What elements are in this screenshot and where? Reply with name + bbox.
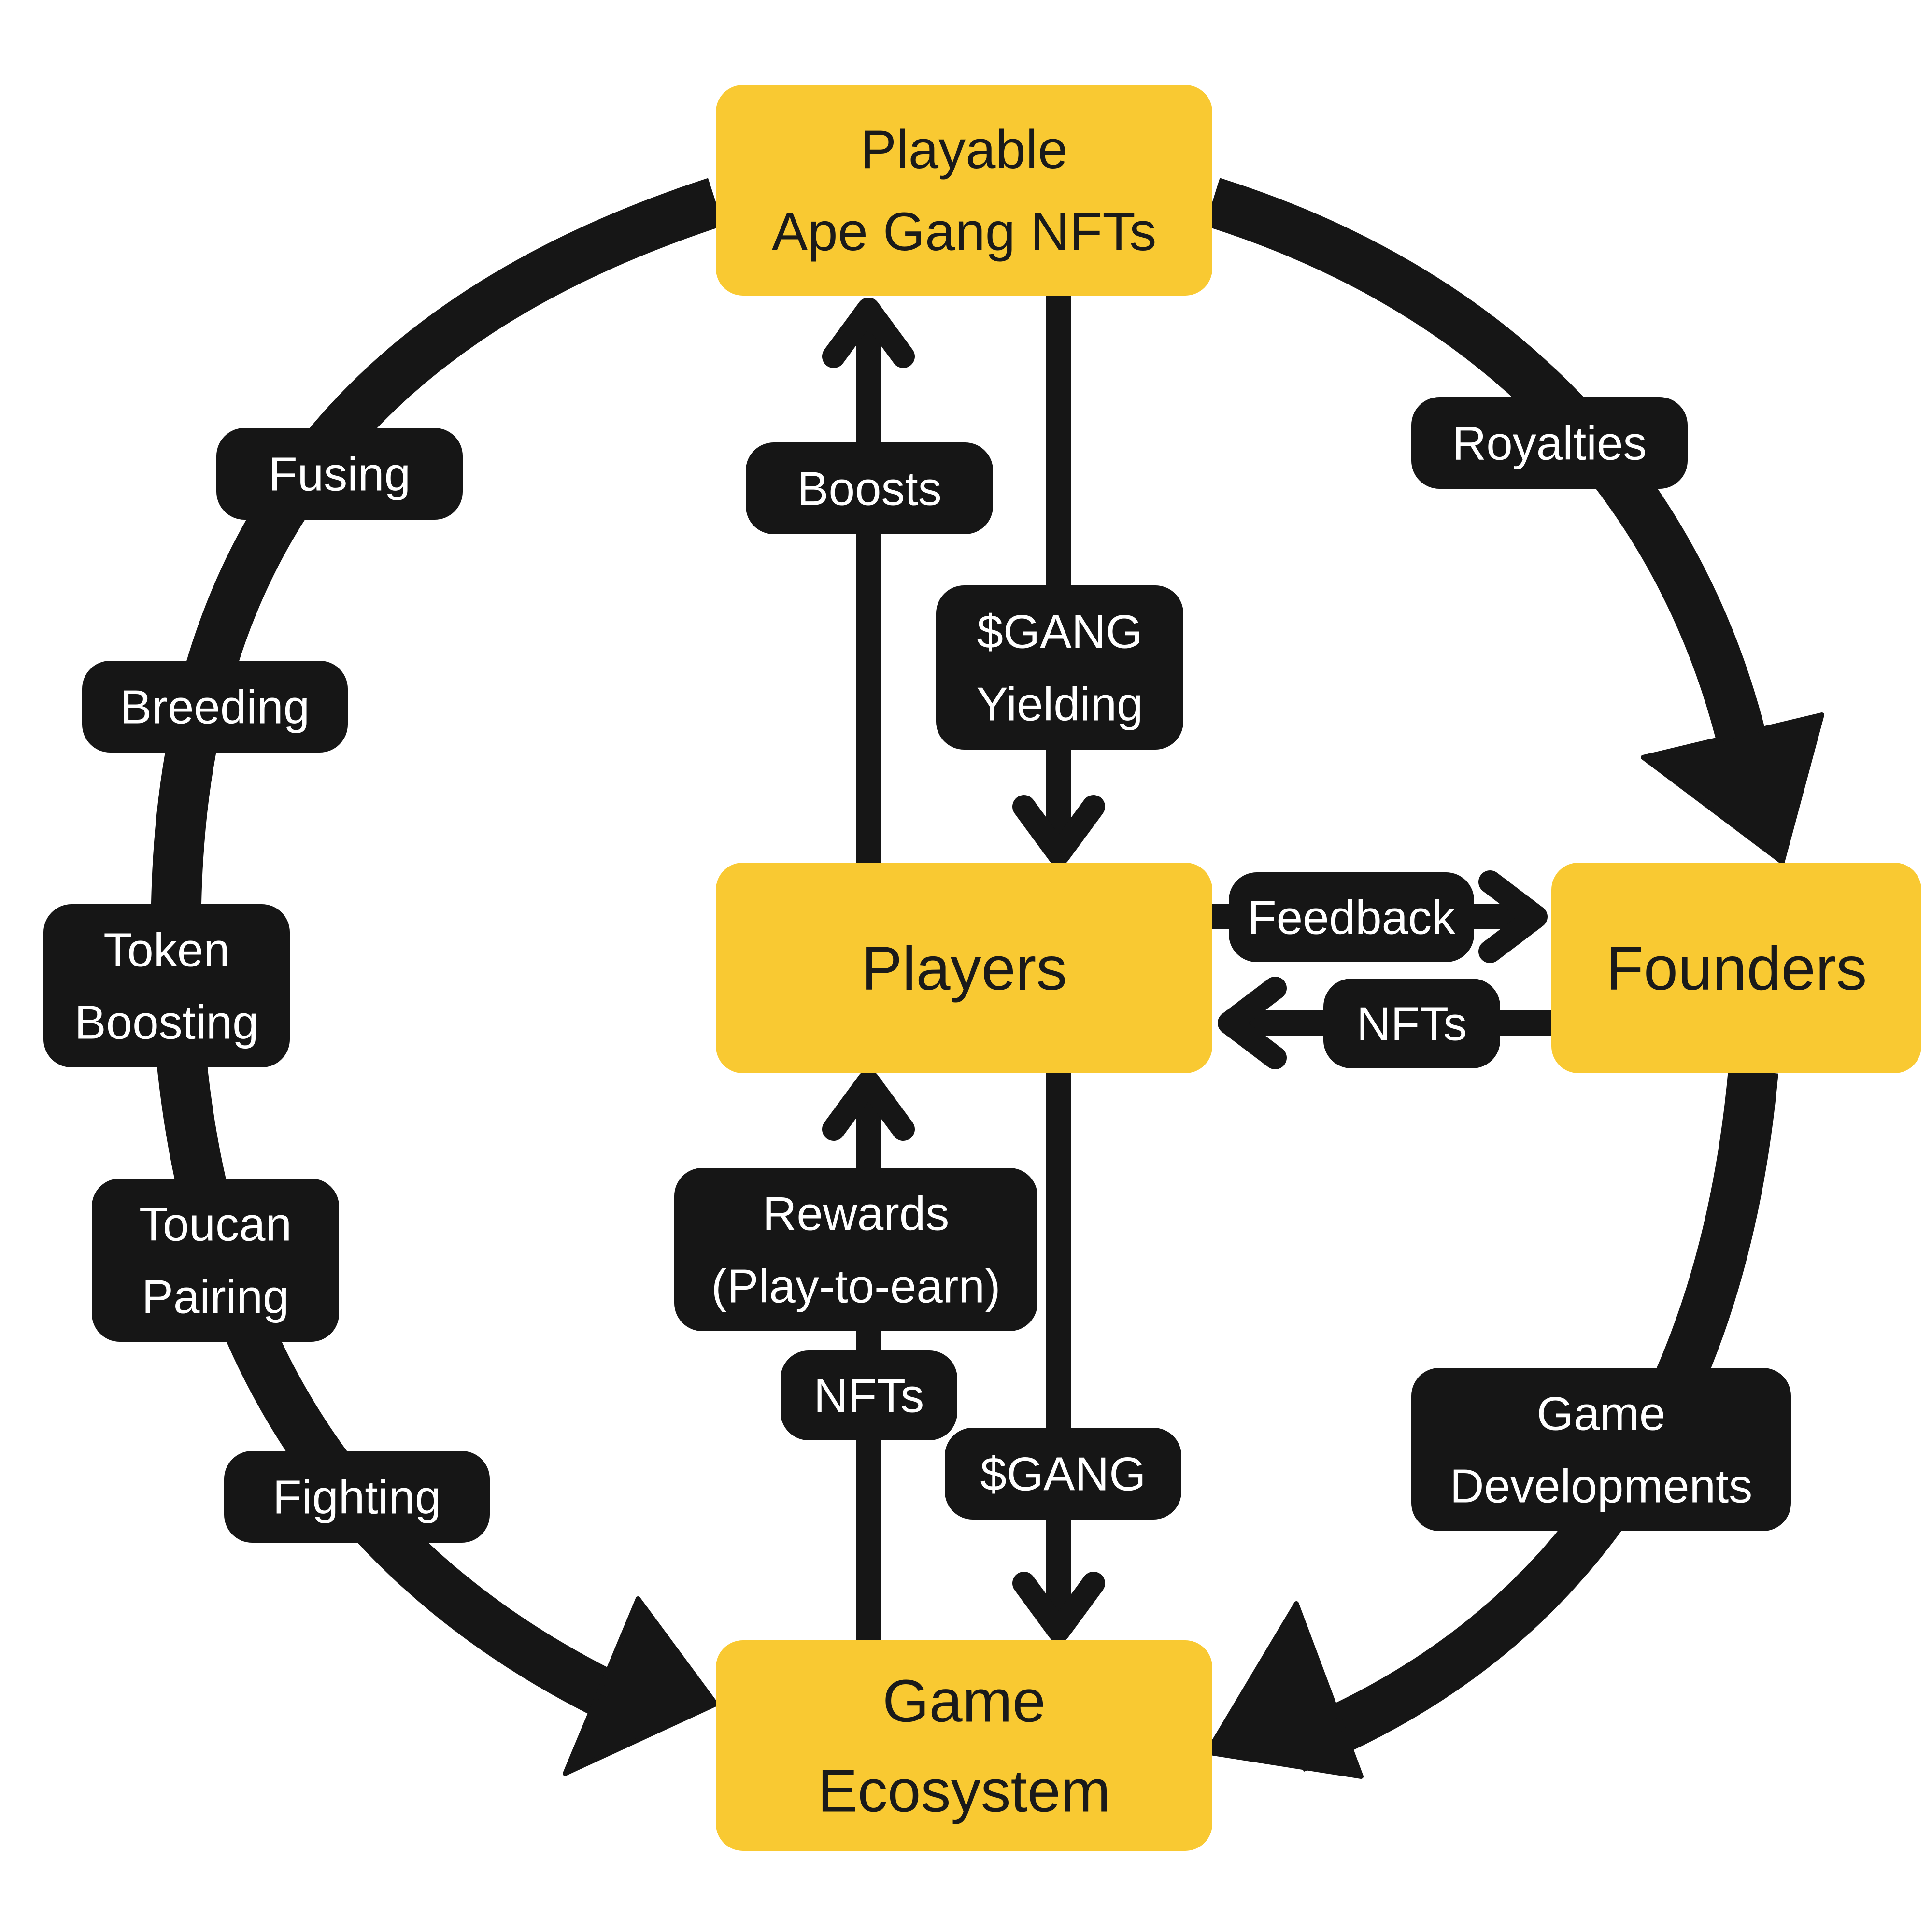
- label-game-developments-text-line-1: Game: [1537, 1387, 1666, 1440]
- svg-text:Rewards(Play-to-earn): Rewards (Play-to-earn): [711, 1187, 1000, 1312]
- svg-text:$GANG: $GANG: [980, 1447, 1146, 1500]
- label-rewards-text-line-2: (Play-to-earn): [711, 1259, 1000, 1312]
- chevron-down-to-players: [1012, 795, 1105, 866]
- label-game-developments-text-line-2: Developments: [1450, 1459, 1752, 1512]
- label-royalties: Royalties: [1411, 397, 1688, 489]
- svg-text:Feedback: Feedback: [1248, 891, 1456, 944]
- label-breeding: Breeding: [82, 661, 348, 753]
- chevron-arrowheads: [822, 298, 1548, 1642]
- chevron-up-to-nfts: [822, 298, 915, 368]
- label-gang-yielding-text-line-1: $GANG: [977, 605, 1142, 658]
- chevron-right-to-founders: [1478, 870, 1548, 963]
- svg-text:Founders: Founders: [1606, 934, 1867, 1003]
- node-game-ecosystem-text-line-1: Game: [882, 1668, 1046, 1734]
- label-gang-yielding-text-line-2: Yielding: [976, 677, 1143, 730]
- svg-text:Royalties: Royalties: [1452, 416, 1647, 469]
- node-founders: Founders: [1551, 863, 1921, 1073]
- label-fighting-text-line-1: Fighting: [273, 1470, 441, 1523]
- chevron-left-to-players: [1218, 977, 1287, 1069]
- label-rewards: Rewards (Play-to-earn): [674, 1168, 1037, 1331]
- label-gang-text-line-1: $GANG: [980, 1447, 1146, 1500]
- arrowhead-left-to-ecosystem: [563, 1596, 718, 1776]
- label-fusing: Fusing: [216, 428, 463, 520]
- node-playable-nfts-text-line-2: Ape Gang NFTs: [772, 201, 1157, 262]
- label-toucan-pairing-text-line-2: Pairing: [142, 1270, 289, 1323]
- svg-text:Breeding: Breeding: [120, 680, 310, 733]
- svg-text:NFTs: NFTs: [814, 1369, 924, 1422]
- label-royalties-text-line-1: Royalties: [1452, 416, 1647, 469]
- arc-arrowheads: [563, 712, 1824, 1779]
- label-feedback-text-line-1: Feedback: [1248, 891, 1456, 944]
- node-playable-nfts-text-line-1: Playable: [860, 119, 1068, 180]
- node-players: Players: [716, 863, 1212, 1073]
- label-feedback: Feedback: [1229, 872, 1474, 962]
- label-boosts: Boosts: [746, 442, 993, 534]
- label-fusing-text-line-1: Fusing: [269, 447, 411, 500]
- node-game-ecosystem-text-line-2: Ecosystem: [818, 1758, 1110, 1824]
- svg-text:Players: Players: [861, 934, 1067, 1003]
- svg-text:NFTs: NFTs: [1357, 997, 1467, 1050]
- label-token-boosting-text-line-2: Boosting: [74, 995, 258, 1049]
- label-gang-yielding: $GANG Yielding: [936, 585, 1183, 750]
- label-boosts-text-line-1: Boosts: [797, 462, 942, 515]
- chevron-down-to-ecosystem: [1012, 1572, 1105, 1642]
- node-founders-text-line-1: Founders: [1606, 934, 1867, 1003]
- arrowhead-right-to-ecosystem: [1205, 1601, 1364, 1779]
- label-rewards-text-line-1: Rewards: [763, 1187, 950, 1240]
- label-gang: $GANG: [945, 1428, 1181, 1520]
- svg-text:Boosts: Boosts: [797, 462, 942, 515]
- label-toucan-pairing-text-line-1: Toucan: [139, 1197, 292, 1250]
- label-nfts-to-ecosystem-text-line-1: NFTs: [814, 1369, 924, 1422]
- chevron-up-to-players: [822, 1070, 915, 1141]
- label-nfts-to-players-text-line-1: NFTs: [1357, 997, 1467, 1050]
- label-fighting: Fighting: [224, 1451, 490, 1543]
- label-nfts-to-ecosystem: NFTs: [781, 1350, 957, 1440]
- label-nfts-to-players: NFTs: [1323, 979, 1500, 1068]
- svg-text:Fighting: Fighting: [273, 1470, 441, 1523]
- svg-text:Fusing: Fusing: [269, 447, 411, 500]
- node-players-text-line-1: Players: [861, 934, 1067, 1003]
- arrowhead-to-founders: [1641, 712, 1824, 865]
- label-breeding-text-line-1: Breeding: [120, 680, 310, 733]
- label-token-boosting-text-line-1: Token: [103, 923, 230, 976]
